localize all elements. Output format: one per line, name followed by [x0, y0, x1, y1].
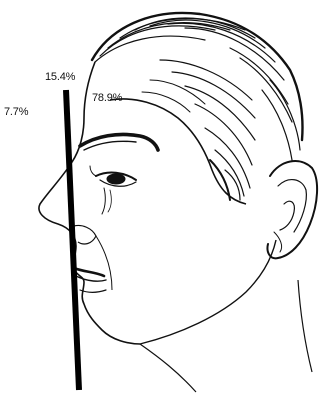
- neck-front: [140, 344, 196, 392]
- jaw-line: [140, 240, 276, 344]
- label-right-percent: 78.9%: [92, 92, 122, 104]
- face-profile-outline: [39, 62, 140, 344]
- label-middle-percent: 15.4%: [45, 71, 75, 83]
- eye: [90, 166, 136, 214]
- label-left-percent: 7.7%: [4, 106, 28, 118]
- hair-strokes: [92, 13, 303, 200]
- neck-back: [298, 280, 312, 372]
- eyebrow: [80, 134, 158, 150]
- vertical-reference-line: [66, 90, 79, 390]
- nostril: [74, 225, 96, 244]
- hairline: [110, 99, 246, 204]
- lips: [74, 268, 106, 292]
